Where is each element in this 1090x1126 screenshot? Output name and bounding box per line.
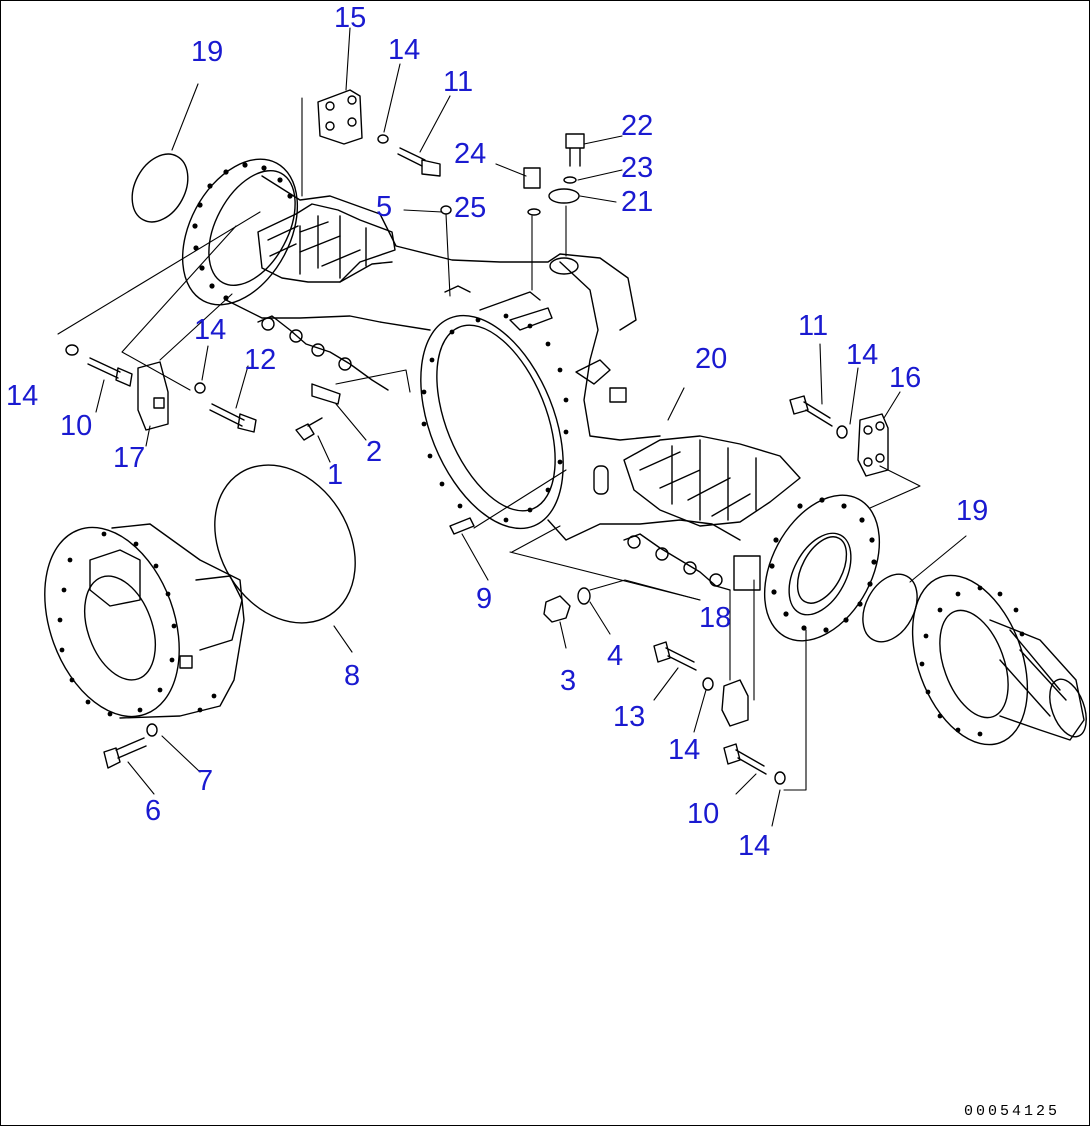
callout-2: 2 [366, 436, 383, 468]
callout-15: 15 [334, 2, 367, 34]
callout-11: 11 [798, 310, 829, 342]
callout-22: 22 [621, 110, 654, 142]
callout-5: 5 [376, 191, 393, 223]
leader-lines [57, 27, 967, 827]
callout-9: 9 [476, 583, 493, 615]
callout-14: 14 [194, 314, 227, 346]
small-parts [65, 89, 889, 785]
callout-25: 25 [454, 192, 487, 224]
callout-17: 17 [113, 442, 146, 474]
o-ring-19-right [862, 573, 918, 643]
diff-ring-bolt-holes [421, 313, 569, 523]
callout-14: 14 [668, 734, 701, 766]
callout-23: 23 [621, 152, 654, 184]
final-drive-hub [911, 574, 1087, 746]
callout-14: 14 [846, 339, 879, 371]
drawing-code: 00054125 [963, 1103, 1060, 1120]
callout-12: 12 [244, 344, 277, 376]
carrier-bolt-holes [57, 531, 217, 717]
callout-10: 10 [60, 410, 93, 442]
callout-4: 4 [607, 640, 624, 672]
callout-16: 16 [889, 362, 922, 394]
callout-1: 1 [327, 459, 344, 491]
o-ring-19-left [131, 153, 189, 223]
callout-21: 21 [621, 186, 654, 218]
callout-10: 10 [687, 798, 720, 830]
o-ring-8 [214, 464, 356, 624]
callout-19: 19 [956, 495, 989, 527]
callout-14: 14 [388, 34, 421, 66]
callout-14: 14 [738, 830, 771, 862]
right-flange-bolt-holes [769, 497, 877, 633]
callout-6: 6 [145, 795, 162, 827]
callout-14: 14 [6, 380, 39, 412]
hub-bolt-holes [919, 585, 1025, 737]
callout-3: 3 [560, 665, 577, 697]
left-flange-bolt-holes [192, 162, 293, 301]
differential-carrier [44, 523, 245, 719]
callout-19: 19 [191, 36, 224, 68]
callout-11: 11 [443, 66, 474, 98]
axle-housing [181, 158, 881, 642]
callout-18: 18 [699, 602, 732, 634]
callout-8: 8 [344, 660, 361, 692]
callout-24: 24 [454, 138, 487, 170]
callout-7: 7 [197, 765, 214, 797]
callout-20: 20 [695, 343, 728, 375]
callout-13: 13 [613, 701, 646, 733]
